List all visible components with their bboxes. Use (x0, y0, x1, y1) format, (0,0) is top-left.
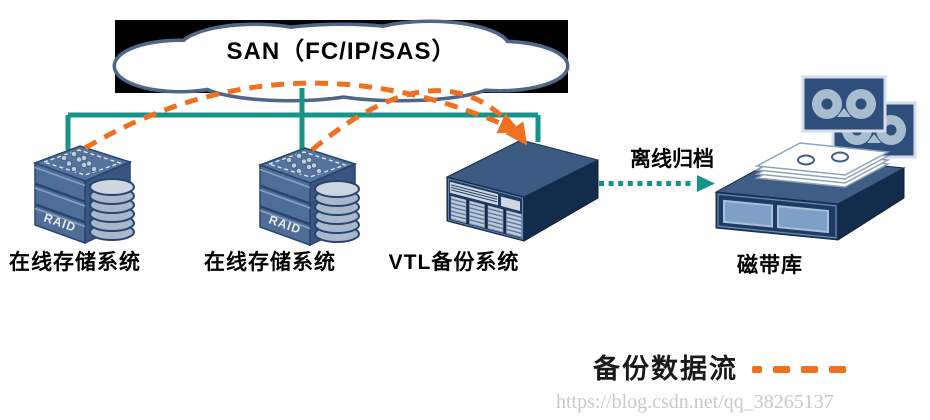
legend-dash (801, 366, 818, 373)
backup-flow-legend-text: 备份数据流 (593, 354, 738, 384)
watermark-text: https://blog.csdn.net/qq_38265137 (556, 391, 834, 413)
storage1-label: 在线存储系统 (9, 251, 141, 274)
vtl-label: VTL备份系统 (388, 251, 520, 274)
tape-sheets (754, 142, 891, 188)
tape-cassette-front (801, 75, 887, 133)
san-cloud-label: SAN（FC/IP/SAS） (226, 38, 457, 65)
legend-dash (752, 366, 762, 373)
storage-device-2: RAID (258, 146, 361, 247)
network-bus (65, 88, 541, 152)
tape-library-device (714, 142, 906, 241)
backup-flow-arrows (83, 80, 528, 152)
tape-library-label: 磁带库 (737, 254, 803, 277)
legend-dash (829, 366, 846, 373)
backup-flow-arrow-1 (83, 80, 522, 151)
storage-device-1: RAID (33, 144, 136, 245)
offline-archive-arrow (599, 175, 715, 192)
backup-flow-legend: 备份数据流 (593, 347, 857, 386)
backup-flow-legend-dashes (752, 366, 857, 373)
vtl-appliance (445, 139, 600, 242)
backup-flow-arrow-2 (310, 88, 528, 152)
offline-archive-label: 离线归档 (630, 148, 714, 171)
san-cloud (112, 19, 570, 103)
storage2-label: 在线存储系统 (204, 251, 336, 274)
legend-dash (773, 366, 790, 373)
